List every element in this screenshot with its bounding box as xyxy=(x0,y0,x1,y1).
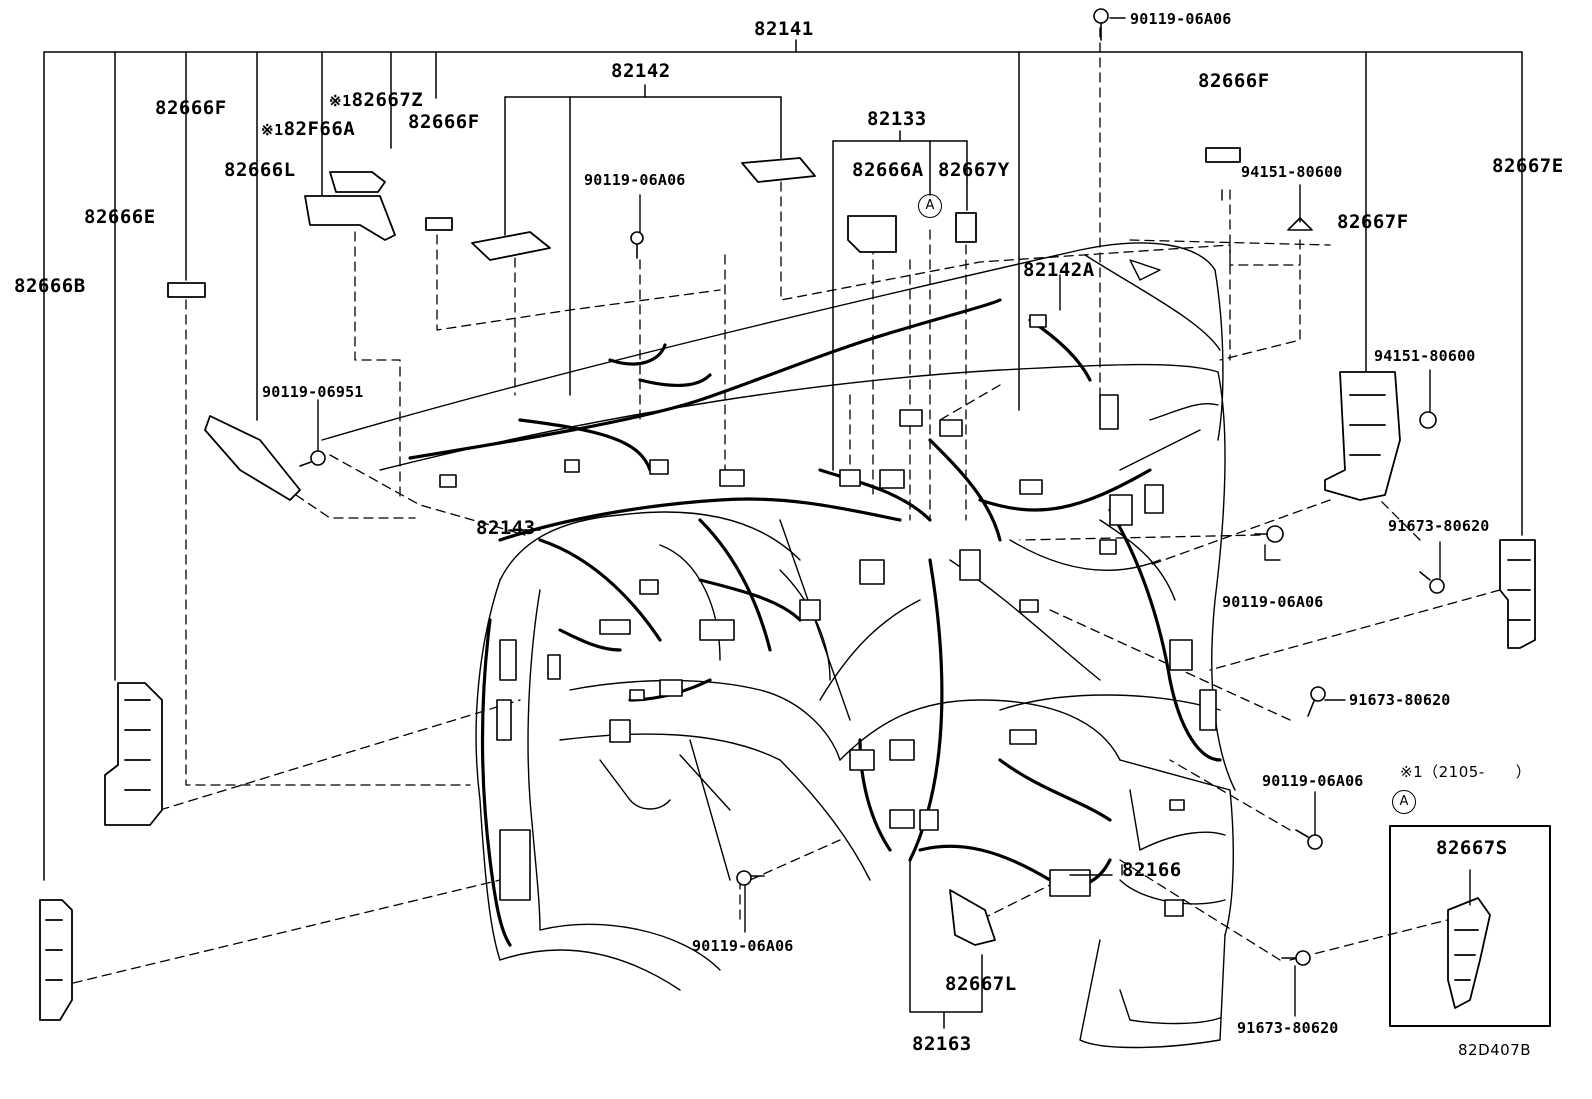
leader-82163 xyxy=(909,859,983,1029)
label-91673-80620-c: 91673-80620 xyxy=(1237,1019,1339,1037)
part-82667e xyxy=(1499,539,1536,649)
label-82133: 82133 xyxy=(867,108,927,130)
fasteners-drawn xyxy=(299,8,1445,966)
label-82666l: 82666L xyxy=(224,159,296,181)
clip-icon xyxy=(1419,411,1437,429)
label-82666f-left: 82666F xyxy=(155,97,227,119)
bolt-icon xyxy=(1419,571,1445,594)
label-82f66a: ※182F66A xyxy=(261,118,356,140)
harness-bundles xyxy=(408,298,1222,947)
instrument-panel-outline xyxy=(321,242,1236,1049)
drawing-code: 82D407B xyxy=(1458,1041,1532,1059)
part-82666f-left xyxy=(167,282,206,298)
part-82666l xyxy=(204,415,301,501)
view-a-inset-marker: A xyxy=(1392,790,1416,814)
bolt-icon xyxy=(630,231,644,259)
label-90119-06a06-right: 90119-06A06 xyxy=(1222,593,1324,611)
part-82667l xyxy=(949,889,996,946)
label-82666e: 82666E xyxy=(84,206,156,228)
label-82667l: 82667L xyxy=(945,973,1017,995)
dashed-leaders xyxy=(43,27,1501,991)
clip-icon xyxy=(1287,217,1313,231)
label-82666f-mid: 82666F xyxy=(408,111,480,133)
part-82667z xyxy=(329,171,386,193)
label-90119-06a06-upper: 90119-06A06 xyxy=(584,171,686,189)
separate-parts xyxy=(39,147,1536,1021)
bolt-icon xyxy=(1254,525,1284,543)
label-90119-06951: 90119-06951 xyxy=(262,383,364,401)
note-mark: ※1 xyxy=(261,121,284,139)
part-82f66a xyxy=(304,195,396,241)
label-91673-80620-a: 91673-80620 xyxy=(1388,517,1490,535)
bolt-icon xyxy=(1093,8,1109,41)
bolt-icon xyxy=(1295,829,1323,850)
leader-82142 xyxy=(504,84,782,396)
note-mark: ※1 xyxy=(329,92,352,110)
label-82667y: 82667Y xyxy=(938,159,1010,181)
view-a-marker: A xyxy=(918,194,942,218)
label-90119-06a06-top: 90119-06A06 xyxy=(1130,10,1232,28)
part-82666e-bracket xyxy=(104,682,163,826)
label-82666a: 82666A xyxy=(852,159,924,181)
bolt-icon xyxy=(299,450,326,467)
part-82667f xyxy=(1324,371,1401,501)
label-82141: 82141 xyxy=(754,18,814,40)
part-82142-pad-right xyxy=(741,157,816,183)
label-90119-06a06-lower-right: 90119-06A06 xyxy=(1262,772,1364,790)
label-82667z: ※182667Z xyxy=(329,89,424,111)
part-82666f-right xyxy=(1205,147,1241,163)
label-82666f-right: 82666F xyxy=(1198,70,1270,92)
bolt-icon xyxy=(1281,950,1311,966)
label-leaders xyxy=(317,17,1471,1017)
label-82143: 82143 xyxy=(476,517,536,539)
label-94151-80600-a: 94151-80600 xyxy=(1241,163,1343,181)
label-94151-80600-b: 94151-80600 xyxy=(1374,347,1476,365)
label-82142a: 82142A xyxy=(1023,259,1095,281)
part-82142-pad-left xyxy=(471,231,551,261)
label-90119-06a06-bottom: 90119-06A06 xyxy=(692,937,794,955)
label-82667e: 82667E xyxy=(1492,155,1564,177)
leader-82133 xyxy=(832,130,968,471)
bolt-icon xyxy=(736,870,765,886)
part-82666a xyxy=(847,215,897,253)
label-82667s: 82667S xyxy=(1436,837,1508,859)
leader-82141 xyxy=(43,39,1523,881)
part-82667y xyxy=(955,212,977,243)
bolt-icon xyxy=(1307,686,1326,717)
label-82142: 82142 xyxy=(611,60,671,82)
label-82166: 82166 xyxy=(1122,859,1182,881)
inset-note: ※1（2105- ） xyxy=(1400,763,1532,781)
label-82163: 82163 xyxy=(912,1033,972,1055)
inset-box xyxy=(1389,825,1551,1027)
part-82666f-mid xyxy=(425,217,453,231)
label-91673-80620-b: 91673-80620 xyxy=(1349,691,1451,709)
label-82666b: 82666B xyxy=(14,275,86,297)
part-82666b-bracket xyxy=(39,899,73,1021)
part-82667s xyxy=(1447,897,1491,1009)
harness-connectors xyxy=(439,314,1217,917)
label-82667f: 82667F xyxy=(1337,211,1409,233)
